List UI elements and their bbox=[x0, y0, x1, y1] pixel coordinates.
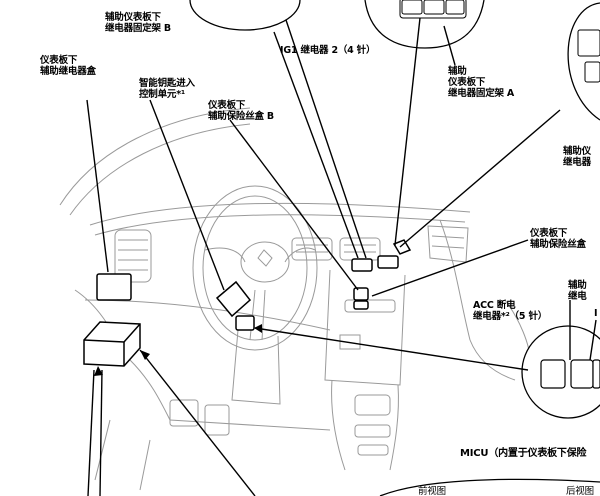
leader-lines bbox=[86, 17, 597, 496]
relay-right-detail bbox=[577, 29, 600, 83]
label-line: 仪表板下 bbox=[448, 77, 486, 88]
label-rear-view: 后视图 bbox=[566, 486, 594, 496]
aux-relay-box bbox=[96, 273, 132, 301]
label-line: 仪表板下 bbox=[530, 228, 568, 239]
label-aux-bracket-a: 辅助 仪表板下 继电器固定架 A bbox=[448, 66, 514, 99]
arrowheads bbox=[94, 324, 262, 376]
relay-bracket-a-detail bbox=[399, 0, 467, 19]
ig1-relay-2 bbox=[351, 258, 373, 272]
label-dash-aux-relay-box: 仪表板下 辅助继电器盒 bbox=[40, 55, 96, 77]
label-aux-right-mid: 辅助 继电 bbox=[568, 280, 587, 302]
components bbox=[83, 239, 412, 367]
lower-left-fuse-box bbox=[83, 321, 141, 367]
label-line: 辅助仪表板下 bbox=[105, 12, 161, 23]
label-aux-bracket-b: 辅助仪表板下 继电器固定架 B bbox=[105, 12, 171, 34]
label-line: 继电器 bbox=[563, 157, 591, 168]
label-line: 辅助保险丝盒 B bbox=[208, 111, 274, 122]
smart-key-unit bbox=[215, 280, 252, 318]
label-line: 继电 bbox=[568, 291, 587, 302]
label-smart-key-unit: 智能钥匙进入 控制单元*¹ bbox=[139, 78, 195, 100]
label-dash-aux-fuse-b: 仪表板下 辅助保险丝盒 B bbox=[208, 100, 274, 122]
label-line: 辅助 bbox=[568, 280, 587, 291]
label-line: 继电器*²（5 针） bbox=[473, 311, 548, 322]
acc-relay-detail bbox=[540, 359, 600, 389]
label-aux-right-top: 辅助仪 继电器 bbox=[563, 146, 591, 168]
label-line: 辅助仪 bbox=[563, 146, 591, 157]
label-front-view: 前视图 bbox=[418, 486, 446, 496]
label-right-edge-mark: I bbox=[594, 308, 598, 319]
label-line: 智能钥匙进入 bbox=[139, 78, 195, 89]
label-line: 辅助继电器盒 bbox=[40, 66, 96, 77]
label-line: 辅助 bbox=[448, 66, 467, 77]
label-line: 仪表板下 bbox=[208, 100, 246, 111]
aux-fuse-box-b bbox=[353, 287, 369, 301]
label-dash-aux-fuse-box: 仪表板下 辅助保险丝盒 bbox=[530, 228, 586, 250]
label-line: 控制单元*¹ bbox=[139, 89, 185, 100]
label-acc-cutoff-relay: ACC 断电 继电器*²（5 针） bbox=[473, 300, 547, 322]
label-micu: MICU（内置于仪表板下保险 bbox=[460, 448, 587, 459]
label-line: 仪表板下 bbox=[40, 55, 78, 66]
label-line: 辅助保险丝盒 bbox=[530, 239, 586, 250]
label-line: ACC 断电 bbox=[473, 300, 516, 311]
label-line: 继电器固定架 B bbox=[105, 23, 171, 34]
label-line: 继电器固定架 A bbox=[448, 88, 515, 99]
label-ig1-relay: IG1 继电器 2（4 针） bbox=[280, 45, 376, 56]
